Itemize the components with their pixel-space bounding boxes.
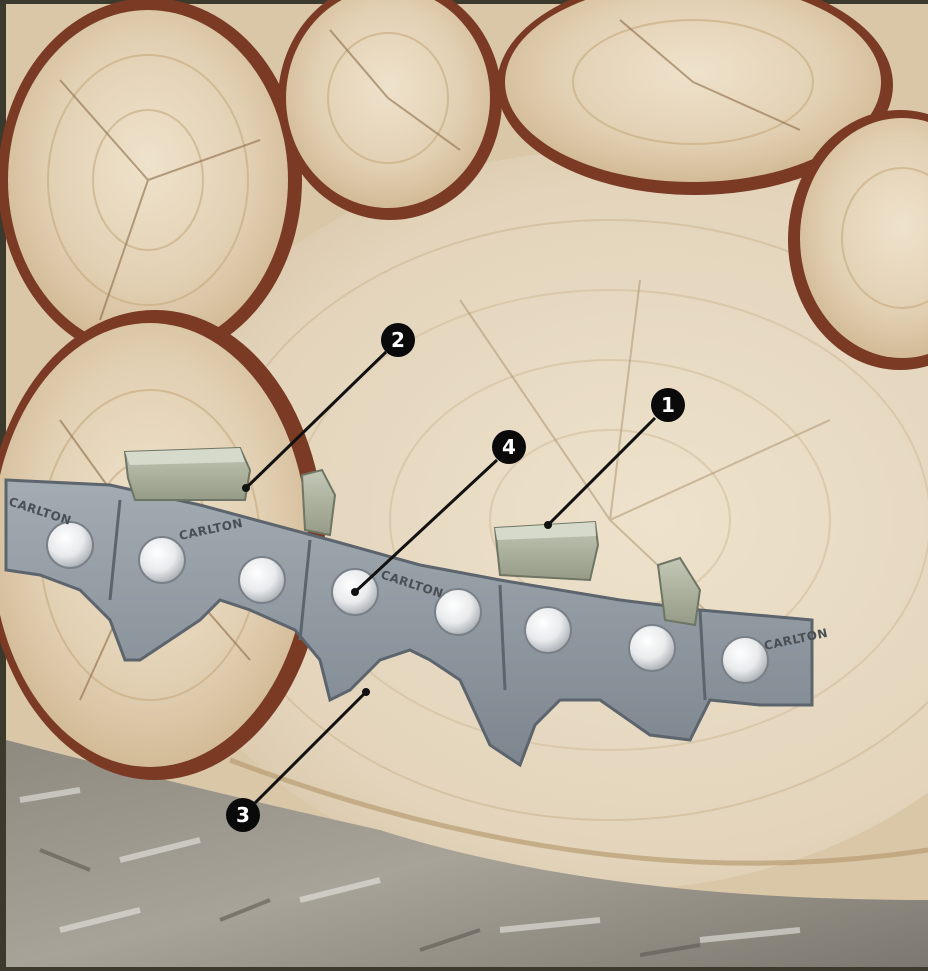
rivet [47, 522, 93, 568]
log-top-left [0, 0, 302, 362]
rivet [525, 607, 571, 653]
callout-4: 4 [492, 430, 526, 464]
svg-text:2: 2 [391, 328, 405, 352]
rivet [629, 625, 675, 671]
callout-2: 2 [381, 323, 415, 357]
callout-3: 3 [226, 798, 260, 832]
callout-1: 1 [651, 388, 685, 422]
svg-text:1: 1 [661, 393, 675, 417]
svg-text:4: 4 [502, 435, 516, 459]
rivet [139, 537, 185, 583]
svg-text:3: 3 [236, 803, 250, 827]
rivet [722, 637, 768, 683]
rivet [239, 557, 285, 603]
